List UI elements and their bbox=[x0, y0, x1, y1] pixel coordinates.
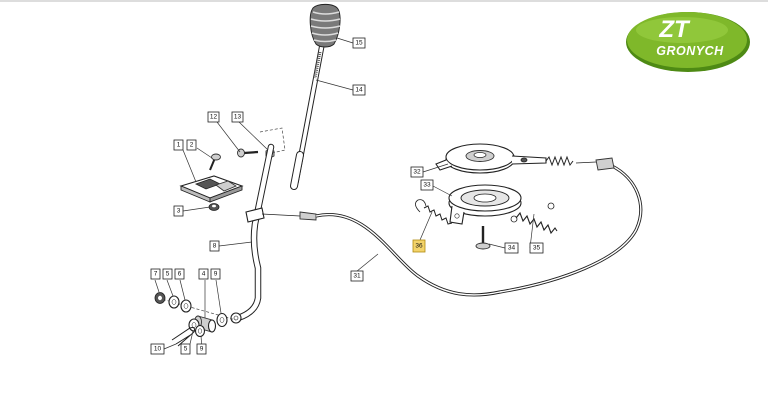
callout-34: 34 bbox=[504, 242, 519, 254]
callout-35: 35 bbox=[529, 242, 544, 254]
washer-9b bbox=[194, 324, 206, 338]
svg-text:36: 36 bbox=[415, 243, 423, 250]
control-arm bbox=[230, 143, 317, 324]
callout-8: 8 bbox=[209, 240, 220, 252]
washer-9a bbox=[216, 312, 228, 328]
svg-text:7: 7 bbox=[154, 271, 158, 278]
callout-33: 33 bbox=[420, 179, 434, 191]
washer-5a bbox=[168, 295, 180, 309]
svg-text:10: 10 bbox=[154, 346, 162, 353]
callout-9-upper: 9 bbox=[210, 268, 221, 280]
svg-text:2: 2 bbox=[190, 142, 194, 149]
clutch-upper bbox=[435, 143, 547, 174]
upper-spring bbox=[545, 155, 574, 167]
svg-text:3: 3 bbox=[177, 208, 181, 215]
clutch-lower bbox=[448, 184, 522, 225]
control-cable bbox=[315, 157, 643, 297]
svg-text:32: 32 bbox=[413, 169, 421, 176]
svg-text:15: 15 bbox=[355, 40, 363, 47]
bracket-plate bbox=[179, 175, 244, 203]
bolt-12 bbox=[237, 148, 259, 158]
bushing-7 bbox=[154, 292, 166, 304]
callout-4: 4 bbox=[198, 268, 209, 280]
bolt-34 bbox=[475, 226, 491, 250]
callout-12: 12 bbox=[207, 111, 220, 123]
callout-15: 15 bbox=[352, 37, 366, 49]
svg-text:31: 31 bbox=[353, 273, 361, 280]
hairpin-clip-10 bbox=[171, 327, 195, 347]
callout-1: 1 bbox=[173, 139, 184, 151]
callout-10: 10 bbox=[150, 343, 165, 355]
svg-text:5: 5 bbox=[184, 346, 188, 353]
svg-text:14: 14 bbox=[355, 87, 363, 94]
callout-6: 6 bbox=[174, 268, 185, 280]
callout-2: 2 bbox=[186, 139, 197, 151]
washer-6 bbox=[180, 299, 192, 313]
shift-lever bbox=[290, 3, 341, 190]
svg-text:34: 34 bbox=[508, 245, 516, 252]
callout-5-upper: 5 bbox=[162, 268, 173, 280]
svg-text:1: 1 bbox=[177, 142, 181, 149]
brand-logo: ZT GRONYCH bbox=[626, 12, 750, 72]
callout-3: 3 bbox=[173, 205, 184, 217]
small-parts-stack bbox=[154, 292, 237, 347]
bolt-small bbox=[209, 153, 221, 171]
callout-31: 31 bbox=[350, 270, 364, 282]
nut-small bbox=[208, 203, 220, 211]
logo-line-2: GRONYCH bbox=[656, 44, 724, 58]
callout-5-lower: 5 bbox=[180, 343, 191, 355]
svg-text:4: 4 bbox=[202, 271, 206, 278]
svg-text:5: 5 bbox=[166, 271, 170, 278]
svg-text:33: 33 bbox=[423, 182, 431, 189]
callout-9-lower: 9 bbox=[196, 343, 207, 355]
callout-32: 32 bbox=[410, 166, 424, 178]
lever-knob bbox=[309, 3, 341, 48]
svg-text:9: 9 bbox=[200, 346, 204, 353]
leader-lines bbox=[154, 37, 535, 350]
callout-14: 14 bbox=[352, 84, 366, 96]
svg-text:12: 12 bbox=[210, 114, 218, 121]
logo-line-1: ZT bbox=[658, 16, 691, 43]
svg-text:6: 6 bbox=[178, 271, 182, 278]
hook-spring bbox=[415, 199, 453, 225]
callout-labels: 1 2 3 8 12 13 14 15 31 32 33 34 35 36 7 … bbox=[150, 37, 544, 355]
callout-36: 36 bbox=[412, 239, 426, 253]
callout-13: 13 bbox=[231, 111, 244, 123]
svg-text:9: 9 bbox=[214, 271, 218, 278]
svg-text:8: 8 bbox=[213, 243, 217, 250]
callout-7: 7 bbox=[150, 268, 161, 280]
svg-text:13: 13 bbox=[234, 114, 242, 121]
svg-text:35: 35 bbox=[533, 245, 541, 252]
tension-spring bbox=[510, 202, 558, 235]
